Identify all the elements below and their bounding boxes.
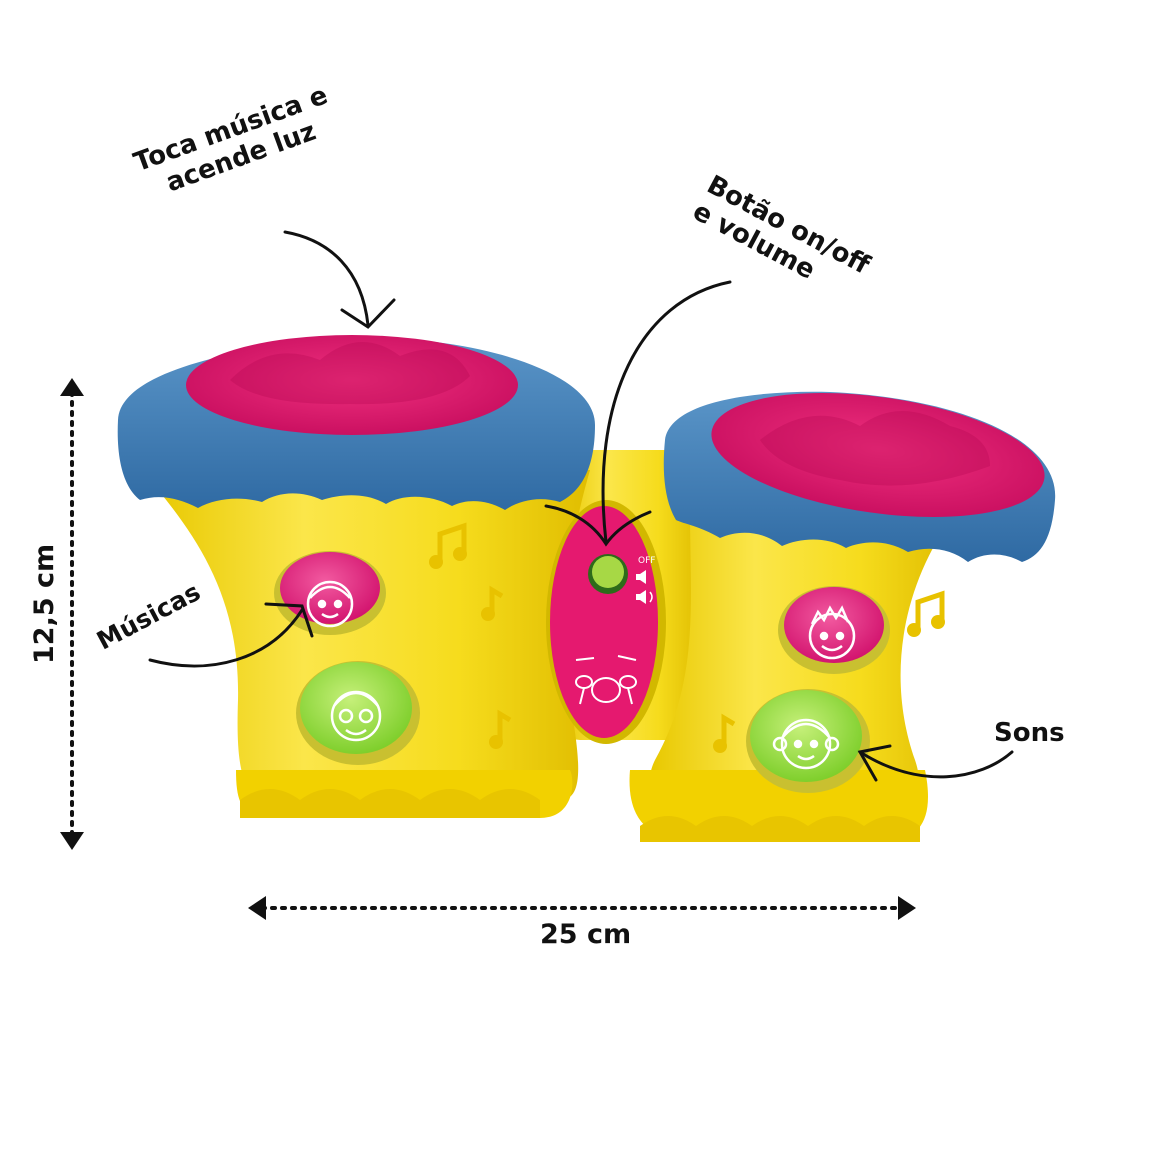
- left-drum: [117, 335, 595, 818]
- right-drum: [629, 391, 1056, 842]
- music-note-icon: [489, 709, 512, 749]
- face-icon: [306, 580, 354, 628]
- control-panel: [546, 500, 666, 744]
- face-icon: [772, 718, 840, 770]
- switch-off-label: OFF: [638, 556, 656, 566]
- width-dimension-arrow: [248, 896, 916, 920]
- height-dimension-arrow: [60, 378, 84, 850]
- face-icon: [808, 605, 856, 660]
- label-width: 25 cm: [540, 919, 632, 950]
- arrow-songs: [148, 602, 314, 668]
- music-note-icon: [713, 713, 736, 753]
- music-note-icon: [907, 590, 945, 637]
- music-note-icon: [481, 585, 504, 621]
- arrow-top-drum: [283, 230, 396, 329]
- speaker-icon: [636, 570, 653, 604]
- drum-kit-icon: [575, 655, 637, 705]
- arrow-power-button: [544, 280, 732, 547]
- arrow-sounds: [857, 744, 1014, 782]
- label-height: 12,5 cm: [29, 543, 60, 664]
- face-icon: [330, 690, 382, 742]
- music-note-icon: [429, 522, 467, 569]
- label-sounds: Sons: [994, 718, 1065, 748]
